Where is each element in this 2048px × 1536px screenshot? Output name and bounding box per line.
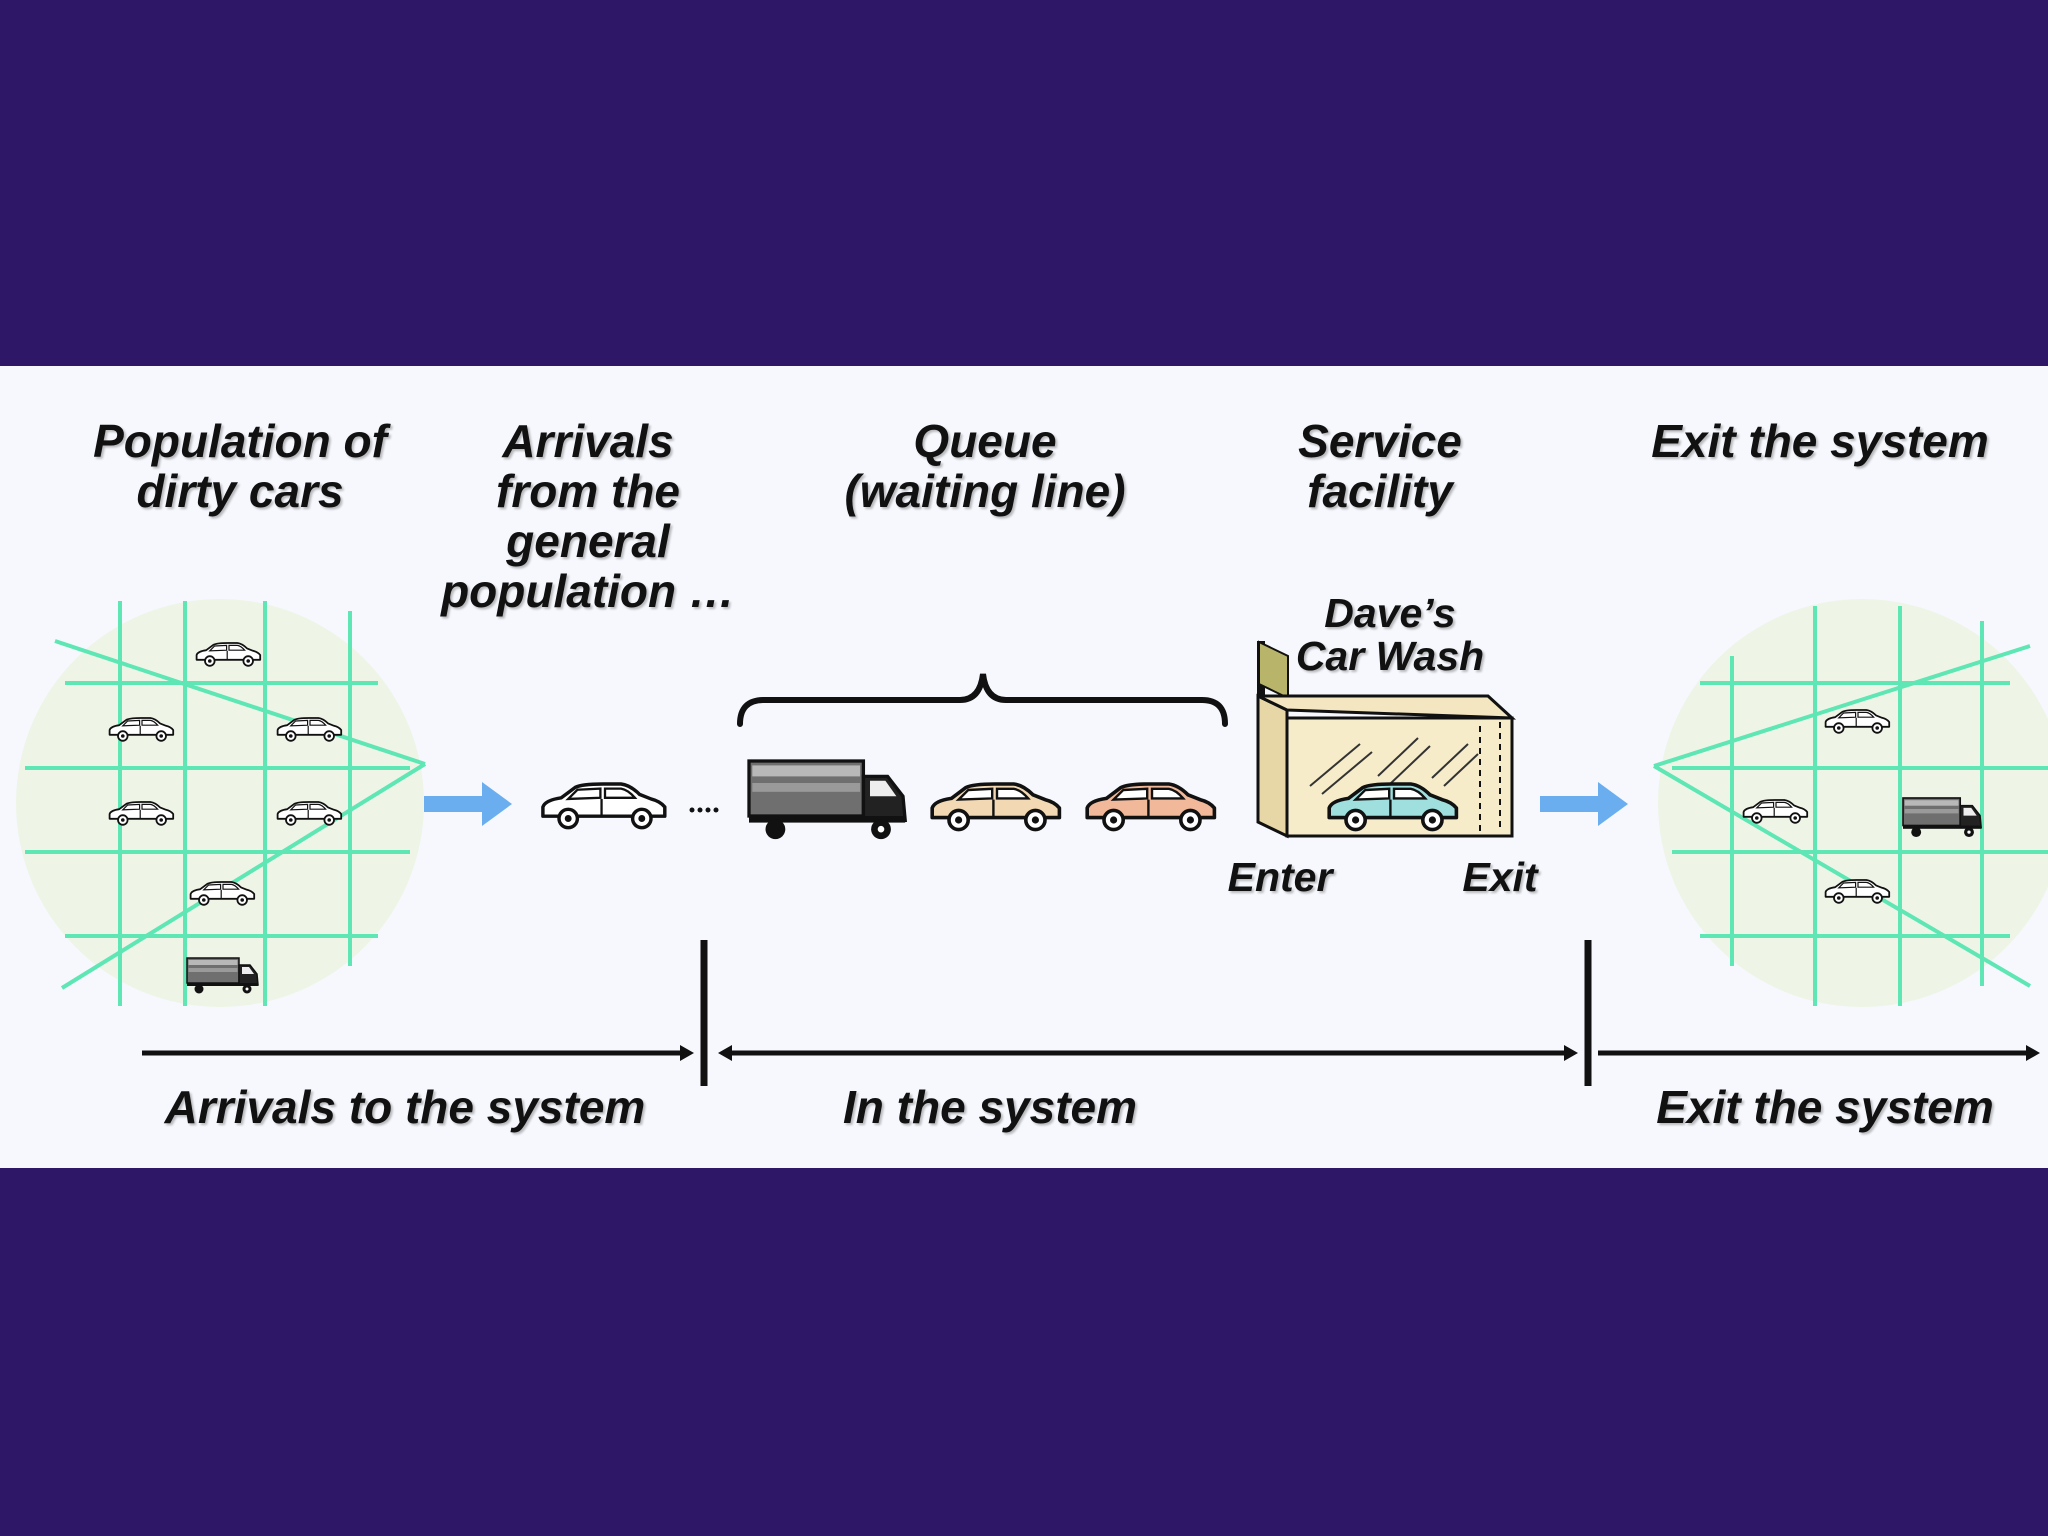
car-icon (1085, 782, 1217, 832)
system-boundary-arrows (142, 940, 2040, 1086)
car-wash-building-icon (1256, 640, 1517, 839)
car-wash-sign: Dave’s Car Wash (1295, 590, 1485, 679)
enter-label: Enter (1227, 854, 1333, 900)
ellipsis-dots (689, 807, 719, 813)
queue-heading: Queue (waiting line) (844, 415, 1126, 517)
arrivals-to-system-label: Arrivals to the system (164, 1081, 646, 1133)
queue-brace-icon (737, 673, 1228, 727)
diagram-panel: Population of dirty cars Arrivals from t… (0, 366, 2048, 1168)
flow-arrow-icon (1540, 782, 1628, 826)
exit-system-label: Exit the system (1656, 1081, 1994, 1133)
car-icon (541, 782, 667, 830)
diagram-graphics (16, 599, 2048, 1086)
truck-icon (747, 759, 907, 841)
service-heading: Service facility (1298, 415, 1462, 517)
in-system-label: In the system (843, 1081, 1137, 1133)
population-circle (16, 599, 427, 1007)
population-heading: Population of dirty cars (93, 415, 387, 517)
flow-arrow-icon (424, 782, 512, 826)
exit-label: Exit (1462, 854, 1538, 900)
exit-circle (1652, 599, 2048, 1007)
arrivals-heading: Arrivals from the general population … (441, 415, 735, 617)
car-icon (930, 782, 1062, 832)
exit-heading: Exit the system (1651, 415, 1989, 467)
